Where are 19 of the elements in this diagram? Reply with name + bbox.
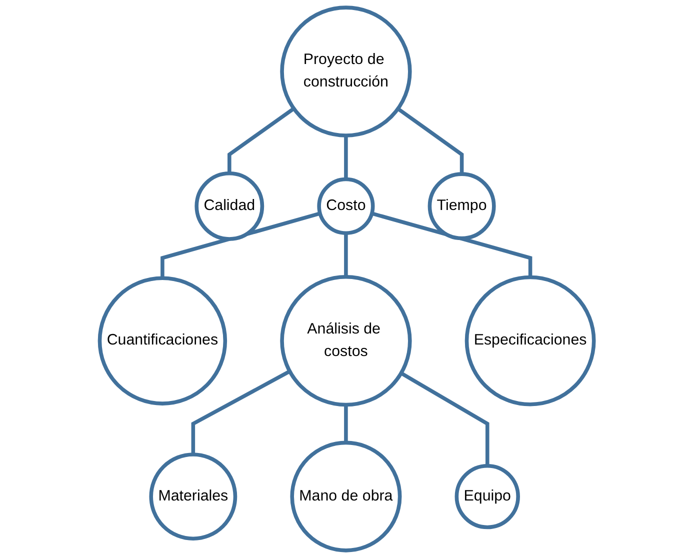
connector xyxy=(344,404,348,443)
node-circle: Proyecto de construcción xyxy=(280,6,412,138)
node-circle: Equipo xyxy=(454,464,520,530)
node-circle: Calidad xyxy=(194,171,264,241)
node-circle: Materiales xyxy=(148,452,237,540)
connector xyxy=(190,370,290,454)
node-circle: Costo xyxy=(316,177,374,235)
connector xyxy=(400,372,489,466)
node-circle: Análisis de costos xyxy=(280,275,412,407)
node-circle: Especificaciones xyxy=(464,275,596,406)
connector xyxy=(160,212,320,278)
connector xyxy=(344,233,348,277)
connector xyxy=(396,107,464,174)
node-circle: Tiempo xyxy=(428,172,496,240)
connector xyxy=(371,212,532,278)
node-circle: Mano de obra xyxy=(290,440,402,552)
connector xyxy=(344,135,348,180)
node-circle: Cuantificaciones xyxy=(98,276,227,406)
connector xyxy=(227,107,295,174)
